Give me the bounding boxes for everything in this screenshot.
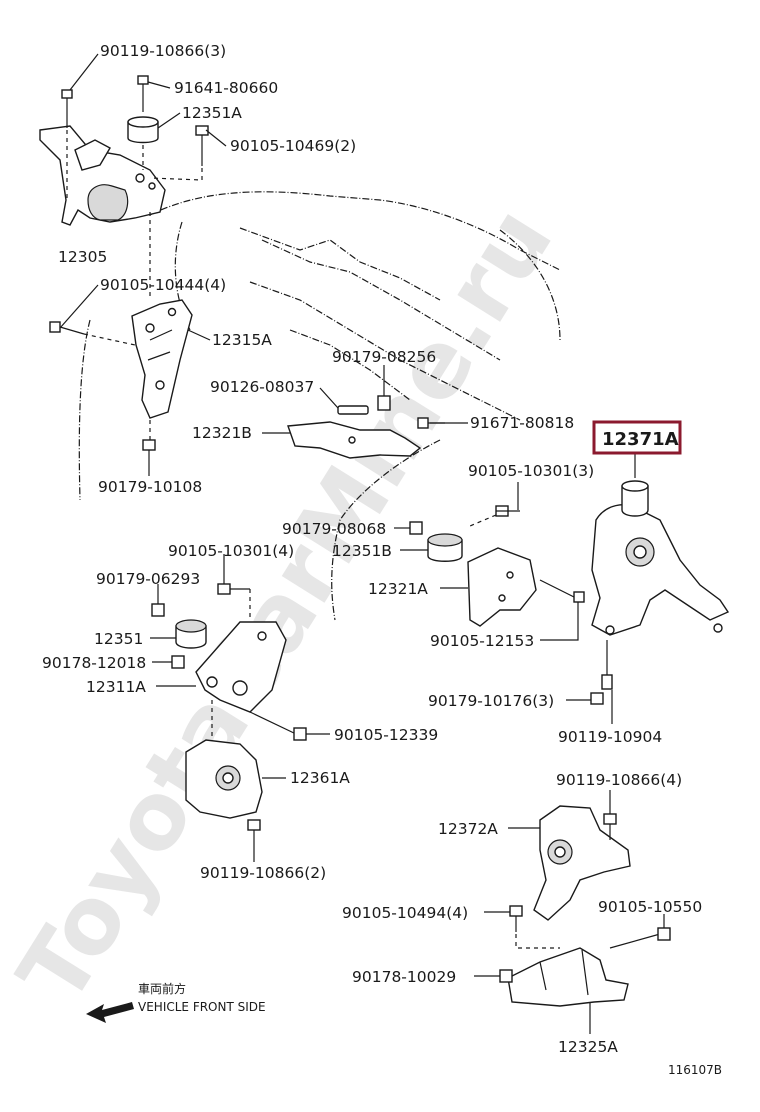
label-90105-10301-4[interactable]: 90105-10301(4) [168, 542, 294, 560]
nut-90179-08256[interactable] [377, 395, 391, 411]
bolt-90105-10301[interactable] [495, 505, 520, 517]
bolt-90105-12153[interactable] [539, 579, 585, 603]
mount-12351B[interactable] [427, 533, 463, 562]
label-12351[interactable]: 12351 [94, 630, 143, 648]
label-12311A[interactable]: 12311A [86, 678, 146, 696]
label-12351A[interactable]: 12351A [182, 104, 242, 122]
label-90179-08256[interactable]: 90179-08256 [332, 348, 436, 366]
label-90105-12153[interactable]: 90105-12153 [430, 632, 534, 650]
label-90119-10904[interactable]: 90119-10904 [558, 728, 662, 746]
label-12351B[interactable]: 12351B [332, 542, 392, 560]
label-90105-10444-4[interactable]: 90105-10444(4) [100, 276, 226, 294]
label-90178-10029[interactable]: 90178-10029 [352, 968, 456, 986]
label-90178-12018[interactable]: 90178-12018 [42, 654, 146, 672]
leader-lines [59, 53, 665, 1034]
bolt-91641-80660[interactable] [137, 75, 149, 112]
mount-12351[interactable] [175, 619, 207, 649]
diagram-id: 116107B [668, 1063, 722, 1077]
engine-mount-12305[interactable] [39, 125, 166, 226]
label-12315A[interactable]: 12315A [212, 331, 272, 349]
bracket-12321A[interactable] [467, 547, 537, 627]
engine-mount-12361A[interactable] [185, 739, 263, 819]
mount-12351A[interactable] [127, 116, 159, 144]
label-90119-10866-4[interactable]: 90119-10866(4) [556, 771, 682, 789]
label-90179-10108[interactable]: 90179-10108 [98, 478, 202, 496]
bracket-12315A[interactable] [131, 299, 193, 419]
label-90119-10866-2[interactable]: 90119-10866(2) [200, 864, 326, 882]
bolt-90105-10550[interactable] [609, 927, 671, 949]
front-side-en: VEHICLE FRONT SIDE [138, 1000, 266, 1014]
engine-outline [78, 191, 561, 621]
label-90105-10301-3[interactable]: 90105-10301(3) [468, 462, 594, 480]
label-90105-10494-4[interactable]: 90105-10494(4) [342, 904, 468, 922]
nut-90179-10108[interactable] [142, 439, 156, 451]
bolt-90105-10469[interactable] [195, 125, 209, 166]
label-90105-10550[interactable]: 90105-10550 [598, 898, 702, 916]
bolt-90119-10866-2[interactable] [247, 819, 261, 850]
label-12372A[interactable]: 12372A [438, 820, 498, 838]
bracket-12325A[interactable] [507, 947, 629, 1007]
label-90126-08037[interactable]: 90126-08037 [210, 378, 314, 396]
bolt-90105-10494[interactable] [509, 905, 523, 932]
nut-90179-08068[interactable] [409, 521, 423, 535]
nut-90179-10176[interactable] [590, 692, 604, 705]
engine-mount-12371A[interactable] [591, 480, 730, 636]
label-12361A[interactable]: 12361A [290, 769, 350, 787]
stud-90119-10904[interactable] [601, 640, 613, 690]
nut-90178-10029[interactable] [499, 969, 513, 983]
label-12325A[interactable]: 12325A [558, 1038, 618, 1056]
label-90105-10469-2[interactable]: 90105-10469(2) [230, 137, 356, 155]
label-90179-06293[interactable]: 90179-06293 [96, 570, 200, 588]
label-90179-10176-3[interactable]: 90179-10176(3) [428, 692, 554, 710]
nut-90178-12018[interactable] [171, 655, 185, 669]
bracket-12311A[interactable] [195, 621, 287, 713]
label-12321A[interactable]: 12321A [368, 580, 428, 598]
label-12321B[interactable]: 12321B [192, 424, 252, 442]
highlight-frame [592, 420, 682, 455]
front-side-jp: 車両前方 [138, 981, 186, 996]
label-90105-12339[interactable]: 90105-12339 [334, 726, 438, 744]
bolt-90119-10866[interactable] [61, 89, 73, 128]
bracket-12372A[interactable] [533, 805, 631, 921]
label-91671-80818[interactable]: 91671-80818 [470, 414, 574, 432]
label-90119-10866-3[interactable]: 90119-10866(3) [100, 42, 226, 60]
bracket-12321B[interactable] [287, 421, 422, 459]
label-12305[interactable]: 12305 [58, 248, 107, 266]
stud-90126-08037[interactable] [337, 405, 369, 415]
label-90179-08068[interactable]: 90179-08068 [282, 520, 386, 538]
label-12371A[interactable]: 12371A [602, 429, 679, 450]
nut-90179-06293[interactable] [151, 603, 165, 617]
bolt-90105-10444[interactable] [49, 321, 85, 335]
vehicle-front-arrow [86, 1002, 134, 1023]
label-91641-80660[interactable]: 91641-80660 [174, 79, 278, 97]
